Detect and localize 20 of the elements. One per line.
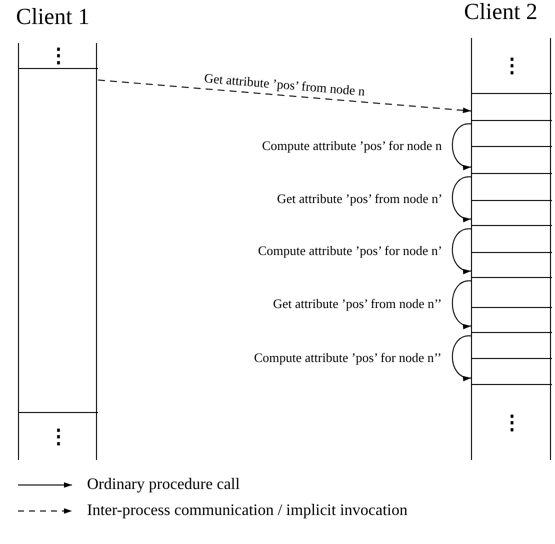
edge-label: Compute attribute ’pos’ for node n’’: [254, 350, 442, 364]
loop-arrow: [452, 176, 472, 222]
loop-arrow: [452, 124, 472, 170]
edge-label: Compute attribute ’pos’ for node n: [262, 138, 442, 153]
ellipsis-mark: ⋮: [502, 54, 522, 76]
edge-label: Get attribute ’pos’ from node n’: [277, 190, 442, 206]
arrow: [98, 80, 472, 114]
ellipsis-mark: ⋮: [48, 44, 68, 66]
column-heading: Client 1: [16, 3, 90, 31]
ellipsis-mark: ⋮: [48, 426, 68, 448]
edge-label: Get attribute ’pos’ from node n: [204, 70, 366, 99]
legend-text: Inter-process communication / implicit invocation: [87, 501, 408, 521]
loop-arrow: [452, 336, 472, 380]
legend-text: Ordinary procedure call: [87, 475, 240, 495]
edge-label: Compute attribute ’pos’ for node n’: [258, 242, 442, 258]
ellipsis-mark: ⋮: [502, 412, 522, 434]
column-heading: Client 2: [464, 0, 538, 26]
loop-arrow: [452, 228, 472, 274]
loop-arrow: [452, 280, 472, 328]
edge-label: Get attribute ’pos’ from node n’’: [273, 296, 442, 311]
